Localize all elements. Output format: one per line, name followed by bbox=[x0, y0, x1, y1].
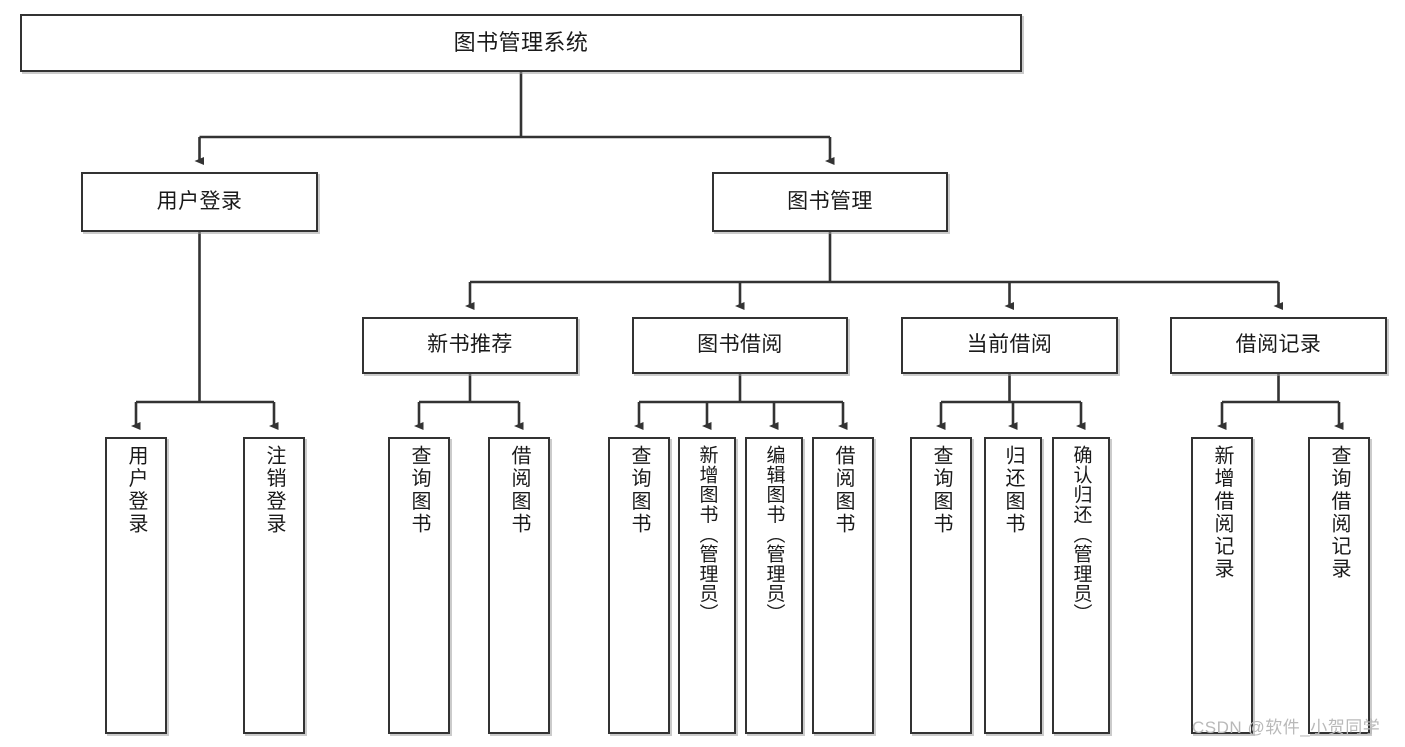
node-current-borrow[interactable]: 当前借阅 bbox=[901, 317, 1118, 374]
edge-bus-current-borrow bbox=[941, 374, 1081, 404]
edge-bus-borrow-record bbox=[1222, 374, 1339, 404]
node-leaf-leaf-edit-book[interactable]: 编辑图书（管理员） bbox=[745, 437, 803, 734]
node-label: 查询借阅记录 bbox=[1328, 445, 1350, 581]
node-label: 用户登录 bbox=[156, 189, 243, 213]
node-leaf-leaf-user-logout[interactable]: 注销登录 bbox=[243, 437, 305, 734]
node-root-root[interactable]: 图书管理系统 bbox=[20, 14, 1022, 72]
node-label: 图书管理系统 bbox=[453, 30, 589, 56]
node-label: 查询图书 bbox=[628, 445, 650, 536]
node-label: 图书管理 bbox=[787, 189, 873, 213]
node-label: 当前借阅 bbox=[966, 333, 1053, 357]
node-leaf-leaf-query-record[interactable]: 查询借阅记录 bbox=[1308, 437, 1370, 734]
node-label: 用户登录 bbox=[125, 445, 147, 536]
node-label: 新增图书（管理员） bbox=[696, 445, 718, 623]
node-leaf-leaf-query-book-cur[interactable]: 查询图书 bbox=[910, 437, 972, 734]
edge-bus-root bbox=[199, 72, 830, 139]
edge-bus-book-borrow bbox=[639, 374, 843, 404]
node-label: 查询图书 bbox=[408, 445, 430, 536]
node-new-book-rec[interactable]: 新书推荐 bbox=[362, 317, 578, 374]
edge-bus-book-manage bbox=[470, 232, 1279, 284]
node-leaf-leaf-user-login[interactable]: 用户登录 bbox=[105, 437, 167, 734]
node-leaf-leaf-return-book[interactable]: 归还图书 bbox=[984, 437, 1042, 734]
node-label: 确认归还（管理员） bbox=[1070, 445, 1092, 623]
node-label: 新书推荐 bbox=[427, 333, 513, 357]
edge-bus-user-login bbox=[136, 232, 274, 404]
node-leaf-leaf-borrow-book-rec[interactable]: 借阅图书 bbox=[488, 437, 550, 734]
node-borrow-record[interactable]: 借阅记录 bbox=[1170, 317, 1387, 374]
csdn-watermark: CSDN @软件_小贺同学 bbox=[1192, 718, 1381, 737]
node-leaf-leaf-add-book[interactable]: 新增图书（管理员） bbox=[678, 437, 736, 734]
node-leaf-leaf-add-record[interactable]: 新增借阅记录 bbox=[1191, 437, 1253, 734]
node-book-borrow[interactable]: 图书借阅 bbox=[632, 317, 848, 374]
node-label: 注销登录 bbox=[263, 445, 285, 536]
node-leaf-leaf-confirm-return[interactable]: 确认归还（管理员） bbox=[1052, 437, 1110, 734]
node-leaf-leaf-borrow-book[interactable]: 借阅图书 bbox=[812, 437, 874, 734]
node-label: 新增借阅记录 bbox=[1211, 445, 1233, 581]
node-book-manage[interactable]: 图书管理 bbox=[712, 172, 948, 232]
node-leaf-leaf-query-book-borrow[interactable]: 查询图书 bbox=[608, 437, 670, 734]
node-user-login[interactable]: 用户登录 bbox=[81, 172, 318, 232]
node-label: 编辑图书（管理员） bbox=[763, 445, 785, 623]
node-label: 归还图书 bbox=[1002, 445, 1024, 536]
node-label: 图书借阅 bbox=[697, 333, 783, 357]
node-label: 借阅记录 bbox=[1235, 333, 1322, 357]
node-label: 查询图书 bbox=[930, 445, 952, 536]
edge-bus-new-book-rec bbox=[419, 374, 519, 404]
node-label: 借阅图书 bbox=[508, 445, 530, 536]
node-leaf-leaf-query-book-rec[interactable]: 查询图书 bbox=[388, 437, 450, 734]
node-label: 借阅图书 bbox=[832, 445, 854, 536]
